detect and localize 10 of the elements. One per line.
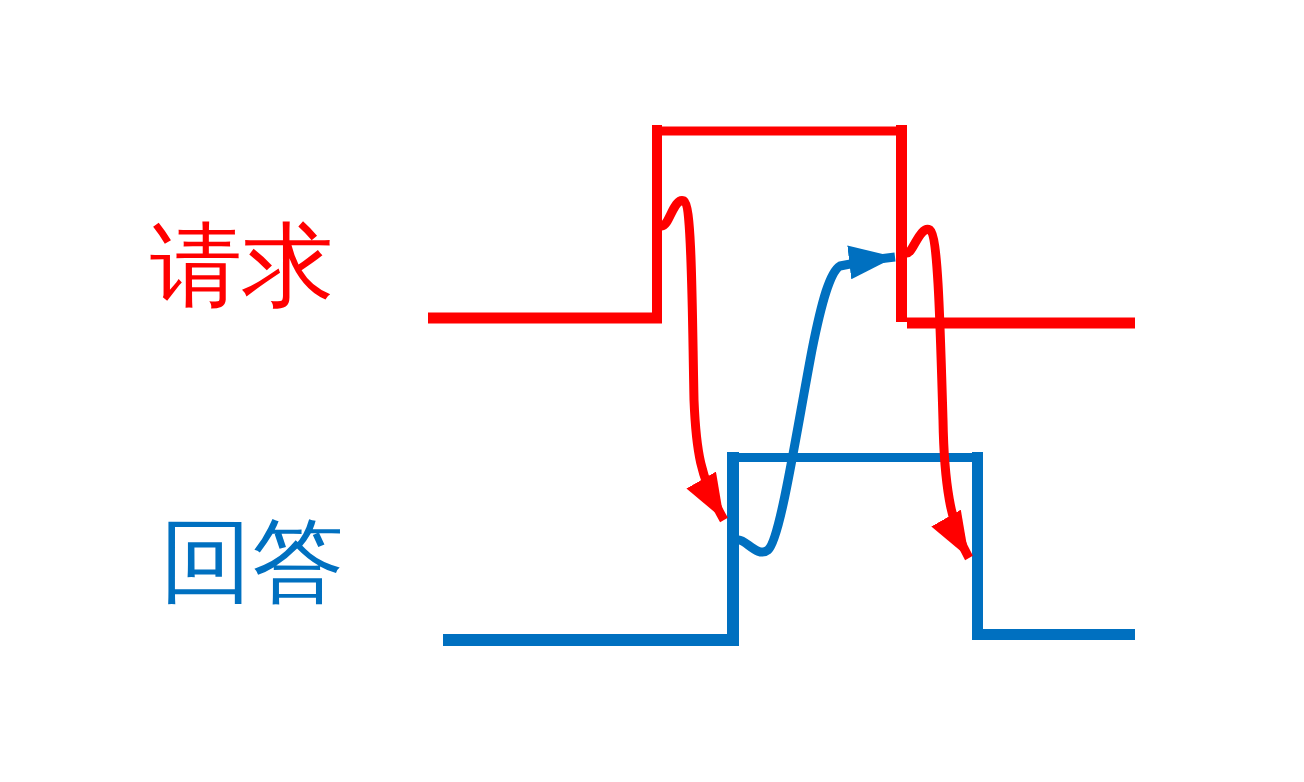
curved-arrow: [737, 245, 896, 557]
signal-name: 回答: [160, 512, 344, 614]
falling-edge: [896, 125, 907, 322]
falling-edge: [972, 452, 983, 640]
rising-edge: [727, 452, 739, 646]
signal-line: [739, 453, 972, 462]
signal-line: [662, 126, 896, 136]
curved-arrow: [904, 225, 973, 561]
curved-arrow: [659, 196, 728, 523]
signal-name: 请求: [150, 216, 334, 318]
